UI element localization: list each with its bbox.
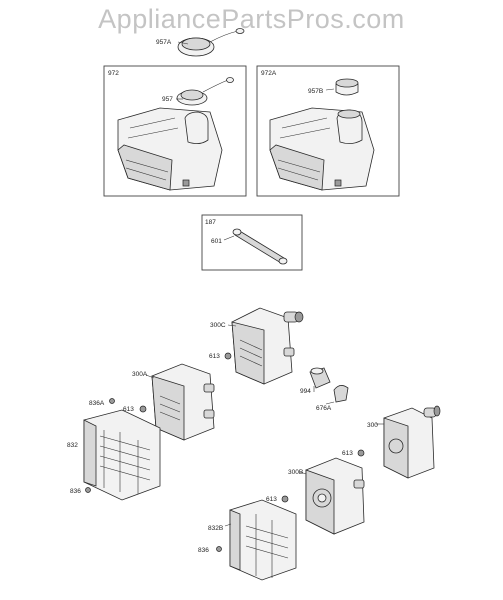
leader-300a xyxy=(145,374,155,379)
leader-676a xyxy=(325,401,335,405)
box-label-972a: 972A xyxy=(261,70,277,77)
fuel-cap-957b[interactable] xyxy=(335,78,359,96)
label-613-b: 613 xyxy=(266,496,277,503)
clip-676a[interactable] xyxy=(333,385,349,403)
leader-300b xyxy=(299,471,307,475)
label-613-c: 613 xyxy=(209,353,220,360)
label-613: 613 xyxy=(342,450,353,457)
label-300b: 300B xyxy=(288,469,303,476)
leader-601 xyxy=(223,235,235,241)
label-300: 300 xyxy=(367,422,378,429)
muffler-300[interactable] xyxy=(383,405,441,479)
label-613-a: 613 xyxy=(123,406,134,413)
leader-832b xyxy=(224,523,232,527)
leader-957a xyxy=(177,41,189,45)
fuel-line-601[interactable] xyxy=(232,228,288,265)
screw-836a[interactable] xyxy=(109,398,115,404)
fuel-cap-957a[interactable] xyxy=(177,28,245,57)
box-label-972: 972 xyxy=(108,70,119,77)
muffler-300b[interactable] xyxy=(305,457,365,535)
label-957a: 957A xyxy=(156,39,172,46)
screw-613-a[interactable] xyxy=(139,405,147,413)
leader-300c xyxy=(227,324,237,327)
label-676a: 676A xyxy=(316,405,332,412)
fuel-cap-957[interactable] xyxy=(176,77,234,106)
muffler-300a[interactable] xyxy=(151,363,215,441)
label-601: 601 xyxy=(211,238,222,245)
elbow-994[interactable] xyxy=(309,367,331,389)
leader-957b xyxy=(325,88,335,91)
label-300a: 300A xyxy=(132,371,148,378)
screw-836-a[interactable] xyxy=(85,487,91,493)
screw-613[interactable] xyxy=(357,449,365,457)
label-957b: 957B xyxy=(308,88,323,95)
watermark-text: AppliancePartsPros.com xyxy=(98,4,405,34)
heat-shield-832b[interactable] xyxy=(229,499,297,581)
label-994: 994 xyxy=(300,388,311,395)
muffler-300c[interactable] xyxy=(231,307,304,385)
label-836-b: 836 xyxy=(198,547,209,554)
screw-613-b[interactable] xyxy=(281,495,289,503)
screw-836-b[interactable] xyxy=(216,546,222,552)
screw-613-c[interactable] xyxy=(224,352,232,360)
heat-shield-832[interactable] xyxy=(83,409,161,501)
label-836-a: 836 xyxy=(70,488,81,495)
label-957: 957 xyxy=(162,96,173,103)
label-832b: 832B xyxy=(208,525,223,532)
fuel-tank-972a[interactable] xyxy=(269,107,375,191)
label-832: 832 xyxy=(67,442,78,449)
box-972 xyxy=(103,65,247,197)
box-label-187: 187 xyxy=(205,219,216,226)
box-972a xyxy=(256,65,400,197)
box-187 xyxy=(201,214,303,271)
label-300c: 300C xyxy=(210,322,226,329)
label-836a: 836A xyxy=(89,400,105,407)
fuel-tank-972[interactable] xyxy=(117,107,223,191)
